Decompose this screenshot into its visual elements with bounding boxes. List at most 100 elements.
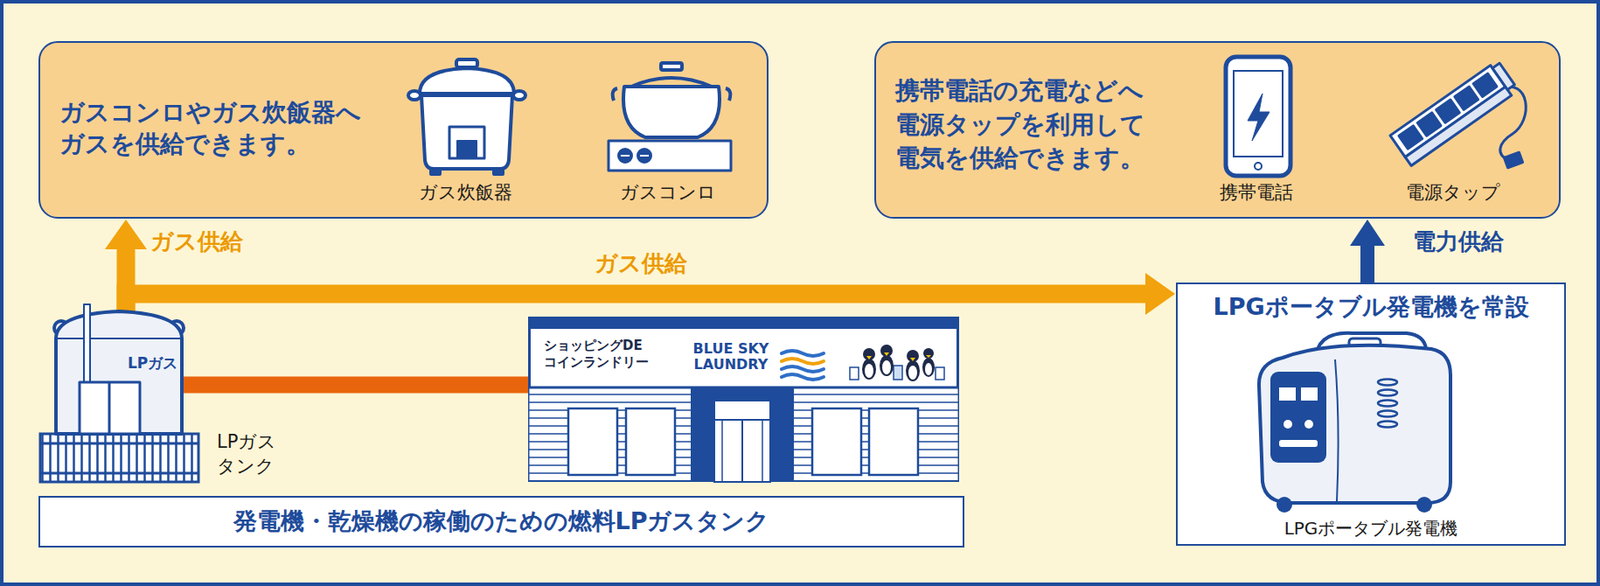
gas-stove-icon [623, 86, 720, 138]
wave-logo [781, 350, 824, 356]
penguin-mascots [862, 358, 877, 380]
entrance-door [690, 387, 794, 482]
power-strip-icon [1390, 60, 1519, 166]
penguin-mascots [935, 367, 945, 380]
windows [626, 408, 675, 475]
penguin-mascots [882, 360, 891, 375]
penguin-mascots [862, 347, 877, 380]
tank-fence [40, 433, 199, 482]
control-panel [1283, 419, 1293, 429]
tank-fence [40, 442, 199, 446]
rice-cooker-icon [408, 59, 526, 174]
air-vents [1377, 379, 1398, 386]
air-vents [1377, 410, 1398, 418]
roof-band [528, 316, 960, 329]
tank-body [55, 337, 182, 340]
box-heading: LPGポータブル発電機を常設 [1177, 291, 1565, 322]
generator-box: LPGポータブル発電機を常設 LPGポータブル発電機 [1175, 282, 1566, 546]
tank-fence [40, 472, 199, 475]
power-strip-icon [1398, 125, 1423, 149]
edge-label: ガス供給 [594, 250, 688, 278]
lpg-generator-drawing [1177, 284, 1563, 548]
penguin-mascots [893, 365, 903, 380]
entrance-door [741, 419, 744, 482]
gas-stove-icon [608, 62, 731, 171]
wave-logo [781, 374, 824, 380]
band-text: 発電機・乾燥機の稼働のための燃料LPガスタンク [40, 497, 963, 544]
gas-stove-icon [620, 154, 649, 157]
tank-body [83, 304, 91, 383]
power-strip-icon [1436, 99, 1461, 123]
generator-body [1259, 333, 1451, 503]
power-strip-icon [1390, 60, 1526, 168]
wave-logo [781, 350, 824, 380]
box-caption: LPGポータブル発電機 [1177, 516, 1565, 540]
rice-cooker-icon [431, 168, 440, 174]
gas-tank: LPガス LPガス タンク [38, 301, 301, 486]
penguin-mascots [866, 355, 872, 360]
entrance-door [721, 419, 724, 482]
windows [812, 408, 862, 475]
tank-body [108, 382, 112, 434]
penguin-mascots [925, 354, 932, 358]
penguin-mascots [864, 363, 874, 378]
air-vents [1377, 400, 1398, 407]
edge-label: 電力供給 [1412, 228, 1504, 256]
penguin-mascots [883, 352, 890, 356]
rice-cooker-icon [456, 59, 478, 68]
penguin-mascots [925, 362, 933, 376]
phone-icon [1254, 162, 1262, 170]
generator-body [1335, 359, 1339, 501]
penguin-mascots [905, 360, 920, 382]
penguin-mascots [905, 349, 920, 382]
caption-band: 発電機・乾燥機の稼働のための燃料LPガスタンク [38, 495, 965, 548]
wheels [1416, 496, 1433, 513]
penguin-mascots [880, 344, 893, 357]
air-vents [1377, 421, 1398, 428]
phone-icon [1225, 56, 1291, 176]
edge-label: ガス供給 [150, 228, 244, 256]
rice-cooker-icon [513, 90, 526, 100]
rice-cooker-icon [493, 168, 503, 174]
phone-icon [1233, 70, 1283, 157]
control-panel [1300, 387, 1318, 401]
power-strip-icon [1454, 86, 1479, 110]
icon-label: 携帯電話 [1219, 181, 1294, 204]
penguin-mascots [908, 365, 918, 380]
entrance-door [714, 400, 771, 482]
power-strip-icon [1405, 86, 1512, 166]
power-supply-arrow [1360, 244, 1375, 283]
penguin-mascots [922, 347, 935, 377]
laundry-building: ショッピングDE コインランドリーBLUE SKY LAUNDRY [528, 316, 960, 482]
rice-cooker-icon [457, 140, 477, 159]
control-panel [1270, 371, 1327, 463]
penguin-mascots [879, 344, 894, 376]
windows [869, 408, 919, 475]
icon-label: 電源タップ [1405, 181, 1501, 204]
air-vents [1377, 389, 1398, 397]
tank-marking: LPガス [127, 354, 178, 372]
phone-icon [1247, 93, 1270, 141]
penguin-mascots [910, 357, 916, 362]
phone-icon [1225, 56, 1291, 176]
tank-body [79, 382, 140, 434]
tank-label: LPガス タンク [216, 429, 289, 480]
penguin-mascots [849, 367, 859, 380]
penguin-mascots [862, 347, 876, 361]
air-vents [1377, 379, 1398, 428]
gas-supply-arrow [125, 293, 1147, 314]
control-panel [1279, 439, 1318, 447]
brand-sign: BLUE SKY LAUNDRY [681, 340, 780, 372]
penguin-mascots [922, 357, 935, 377]
icon-label: ガス炊飯器 [418, 181, 513, 204]
wheels [1276, 496, 1433, 513]
tank-body [55, 311, 182, 434]
power-strip-icon [1503, 152, 1523, 167]
rice-cooker-icon [449, 126, 485, 159]
control-panel [1279, 387, 1296, 401]
rice-cooker-icon [408, 90, 421, 100]
rice-cooker-icon [419, 68, 515, 94]
wave-logo [781, 358, 824, 364]
wheels [1276, 496, 1293, 513]
